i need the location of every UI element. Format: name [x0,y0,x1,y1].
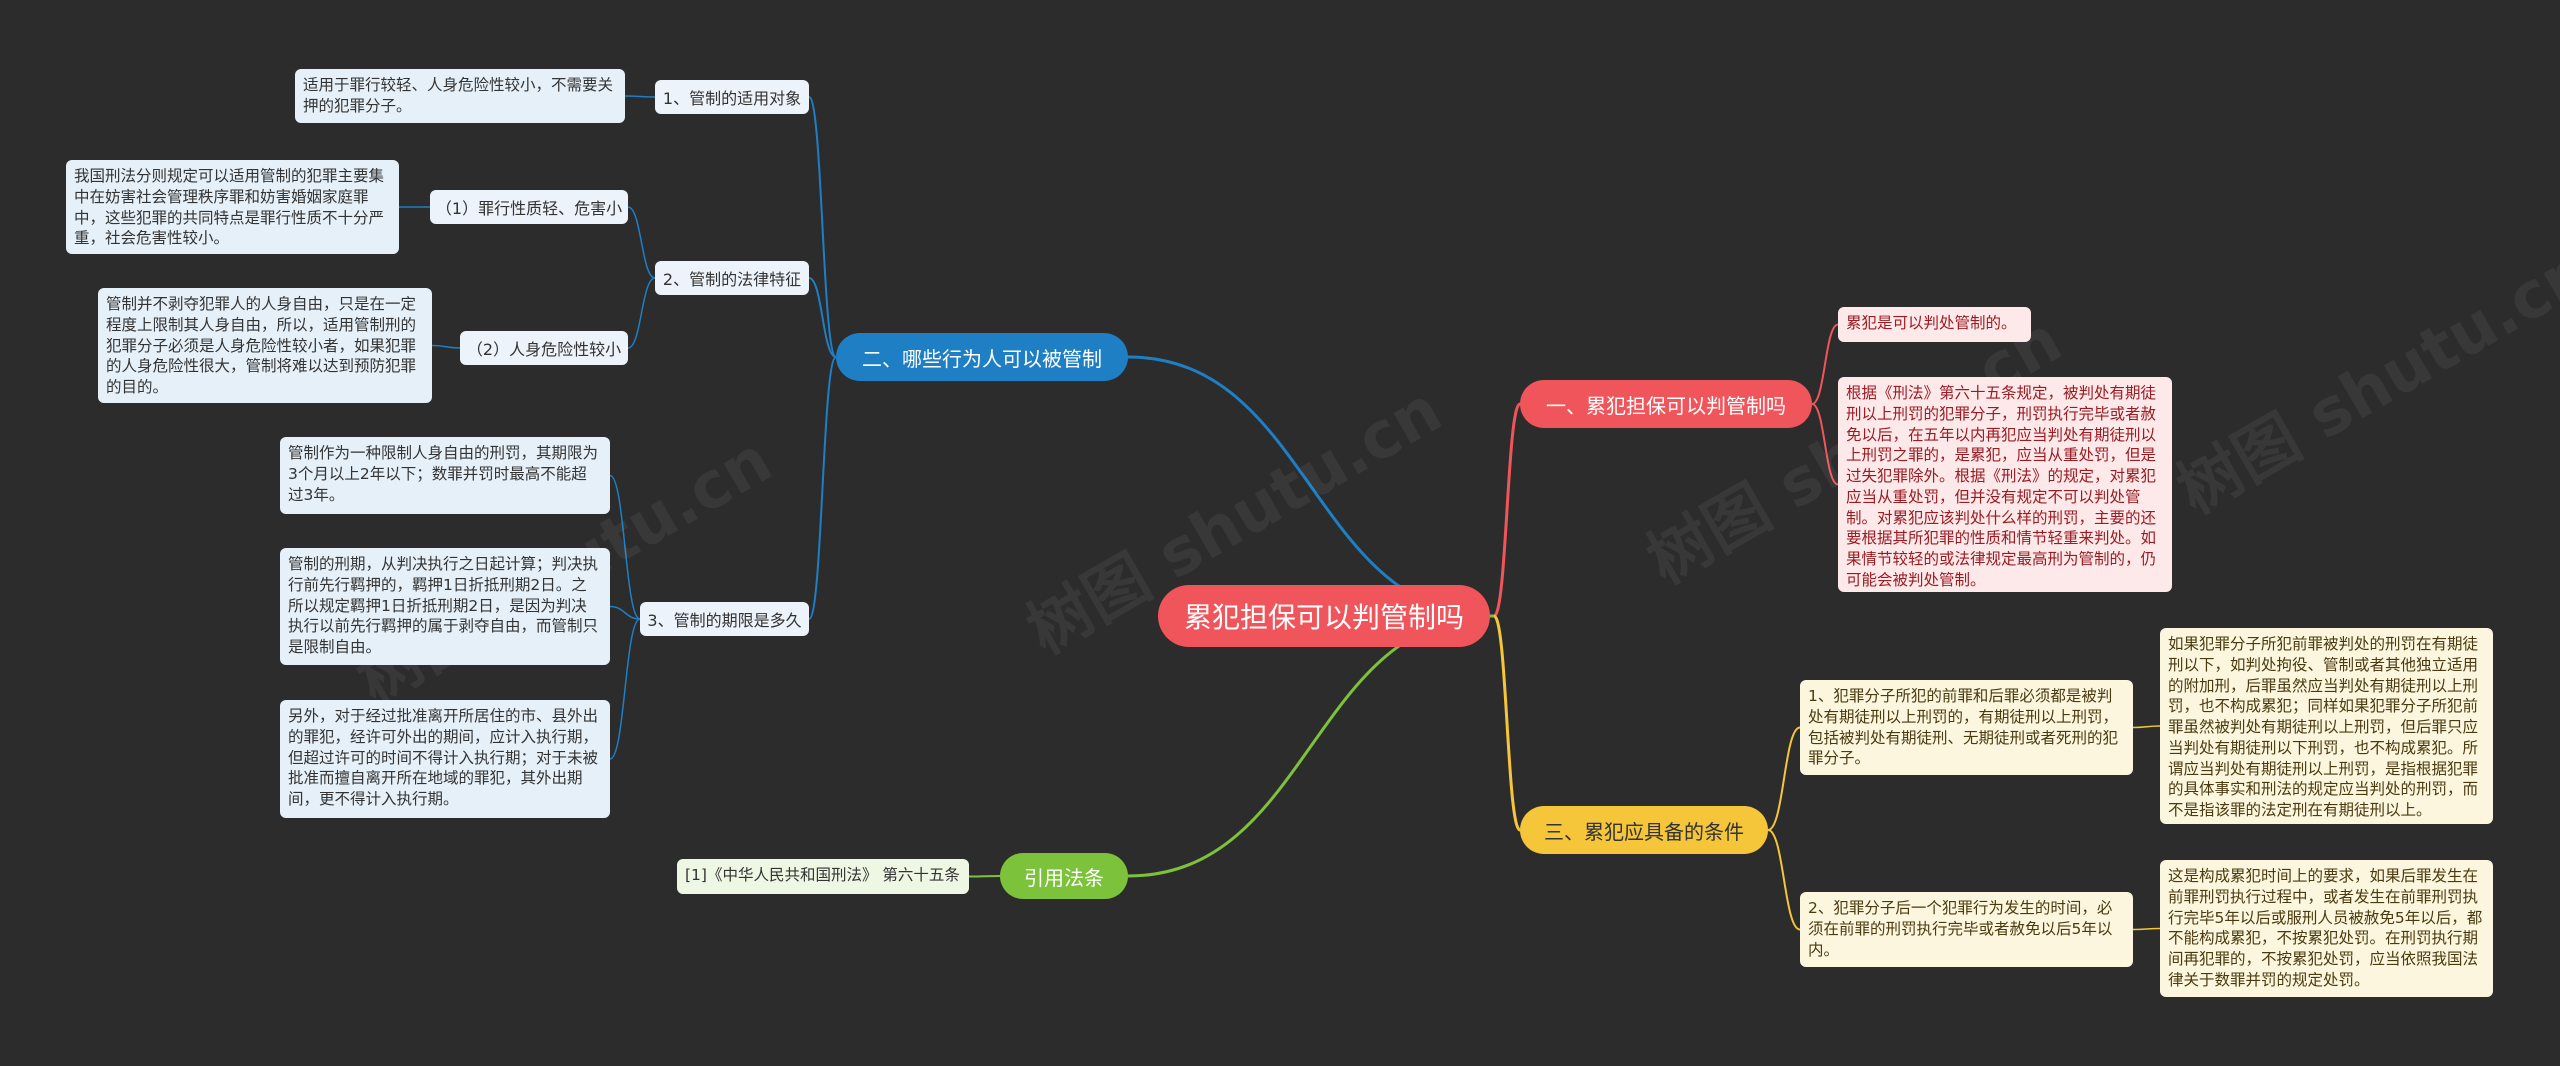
central-topic[interactable]: 累犯担保可以判管制吗 [1158,585,1490,647]
branch-3-link [2132,725,2161,729]
branch-1-text-2: 根据《刑法》第六十五条规定，被判处有期徒刑以上刑罚的犯罪分子，刑罚执行完毕或者赦… [1838,377,2172,592]
center-link [1492,614,1522,832]
feature-2-text: 管制并不剥夺犯罪人的人身自由，只是在一定程度上限制其人身自由，所以，适用管制刑的… [98,288,432,403]
branch-2-link [624,95,656,98]
branch-2-link [609,618,641,760]
law-citation: [1]《中华人民共和国刑法》 第六十五条 [677,859,969,894]
branch-2-topic[interactable]: 二、哪些行为人可以被管制 [836,333,1128,381]
branch-3-link [1767,726,1801,831]
feature-1-text: 我国刑法分则规定可以适用管制的犯罪主要集中在妨害社会管理秩序罪和妨害婚姻家庭罪中… [66,160,399,254]
center-link [1492,402,1522,618]
condition-2-text: 这是构成累犯时间上的要求，如果后罪发生在前罪刑罚执行过程中，或者发生在前罪刑罚执… [2160,860,2493,997]
branch-1-link [1811,403,1839,486]
branch-3-link [2132,927,2161,931]
branch-2-link [627,277,656,349]
condition-1-label[interactable]: 1、犯罪分子所犯的前罪和后罪必须都是被判处有期徒刑以上刑罚的，有期徒刑以上刑罚，… [1800,680,2133,775]
branch-2-link [609,605,641,620]
branch-2-link [431,344,461,349]
branch-1-text-1: 累犯是可以判处管制的。 [1838,307,2031,342]
branch-4-link [968,875,1001,878]
center-link [1127,355,1495,618]
branch-2-sub-features[interactable]: 2、管制的法律特征 [655,261,809,295]
term-text-2: 管制的刑期，从判决执行之日起计算；判决执行前先行羁押的，羁押1日折抵刑期2日。之… [280,548,610,665]
branch-4-topic[interactable]: 引用法条 [1000,853,1128,899]
feature-1-label[interactable]: （1）罪行性质轻、危害小 [430,190,628,224]
branch-2-scope-text: 适用于罪行较轻、人身危险性较小，不需要关押的犯罪分子。 [295,69,625,123]
branch-2-sub-term[interactable]: 3、管制的期限是多久 [640,602,809,636]
branch-2-link [609,474,641,620]
condition-2-label[interactable]: 2、犯罪分子后一个犯罪行为发生的时间，必须在前罪的刑罚执行完毕或者赦免以后5年以… [1800,892,2133,967]
feature-2-label[interactable]: （2）人身危险性较小 [460,331,628,365]
branch-3-link [1767,829,1801,931]
branch-1-topic[interactable]: 一、累犯担保可以判管制吗 [1520,380,1812,428]
branch-2-link [808,356,837,620]
branch-2-link [627,206,656,279]
branch-2-link [808,96,837,358]
branch-2-sub-scope[interactable]: 1、管制的适用对象 [655,80,809,114]
term-text-3: 另外，对于经过批准离开所居住的市、县外出的罪犯，经许可外出的期间，应计入执行期，… [280,700,610,818]
center-link [1127,614,1495,878]
condition-1-text: 如果犯罪分子所犯前罪被判处的刑罚在有期徒刑以下，如判处拘役、管制或者其他独立适用… [2160,628,2493,824]
branch-1-link [1811,323,1839,405]
branch-3-topic[interactable]: 三、累犯应具备的条件 [1520,806,1768,854]
branch-2-link [808,277,837,358]
term-text-1: 管制作为一种限制人身自由的刑罚，其期限为3个月以上2年以下；数罪并罚时最高不能超… [280,437,610,514]
